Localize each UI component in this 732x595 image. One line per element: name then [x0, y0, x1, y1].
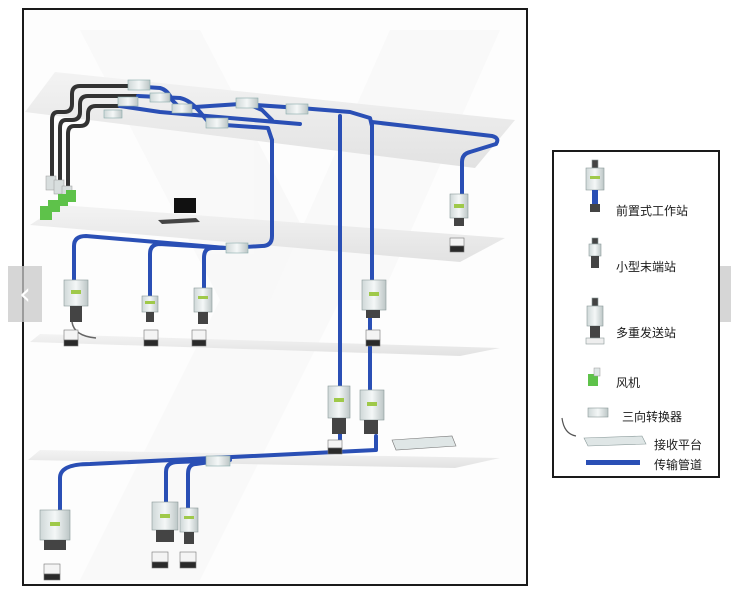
- small-terminal-station: [179, 507, 199, 544]
- legend-label-diverter: 三向转换器: [622, 410, 683, 424]
- fan-icon: [588, 367, 601, 386]
- floor-plate-2: [30, 205, 505, 262]
- diverter: [225, 242, 249, 254]
- floor-plate-4: [28, 450, 500, 468]
- diverter: [103, 109, 123, 119]
- legend-label-front-workstation: 前置式工作站: [616, 204, 689, 218]
- legend: 前置式工作站 小型末端站 多重发送站 风机 三向转换器 接收平台 传输管道: [552, 150, 720, 478]
- receiving-platform: [391, 435, 457, 451]
- legend-label-fan: 风机: [616, 376, 641, 390]
- fans: [40, 175, 76, 220]
- front-workstation: [449, 193, 469, 226]
- diverter: [117, 96, 139, 107]
- diverter: [285, 103, 309, 115]
- diverters: [103, 79, 309, 467]
- front-workstation: [151, 501, 179, 542]
- front-workstation: [359, 389, 385, 434]
- diverter: [127, 79, 151, 91]
- receiving-baskets: [43, 237, 465, 581]
- legend-label-small-terminal: 小型末端站: [616, 260, 677, 274]
- chevron-left-icon: ‹: [19, 276, 31, 312]
- diverter-icon: [561, 407, 609, 437]
- diverter: [171, 103, 193, 114]
- fan-icon: [58, 194, 68, 206]
- front-workstation: [361, 279, 387, 318]
- dark-pipes: [50, 84, 140, 190]
- small-terminal-station: [193, 287, 213, 324]
- legend-label-multi-send: 多重发送站: [616, 326, 677, 340]
- diverter: [205, 455, 231, 467]
- multi-send-icon: [585, 297, 605, 345]
- monitor-icon: [158, 198, 200, 224]
- receiving-platform-icon: [583, 435, 647, 447]
- prev-slide-button[interactable]: ‹: [8, 266, 42, 322]
- front-workstation-icon: [585, 159, 605, 212]
- legend-label-receiving-platform: 接收平台: [654, 438, 703, 452]
- front-workstation: [63, 279, 97, 339]
- diverter: [235, 97, 259, 109]
- front-workstation: [39, 509, 71, 550]
- fan-icon: [48, 200, 60, 212]
- multi-send-station: [327, 385, 351, 434]
- diverter: [205, 117, 229, 129]
- legend-label-pipe: 传输管道: [654, 458, 703, 472]
- legend-icons: [561, 159, 647, 465]
- fan-icon: [66, 190, 76, 202]
- diverter: [149, 92, 171, 103]
- small-terminal-station: [141, 295, 159, 322]
- blue-pipes: [58, 84, 500, 514]
- stations: [39, 193, 469, 550]
- small-terminal-icon: [588, 237, 602, 268]
- pipe-icon: [586, 460, 640, 465]
